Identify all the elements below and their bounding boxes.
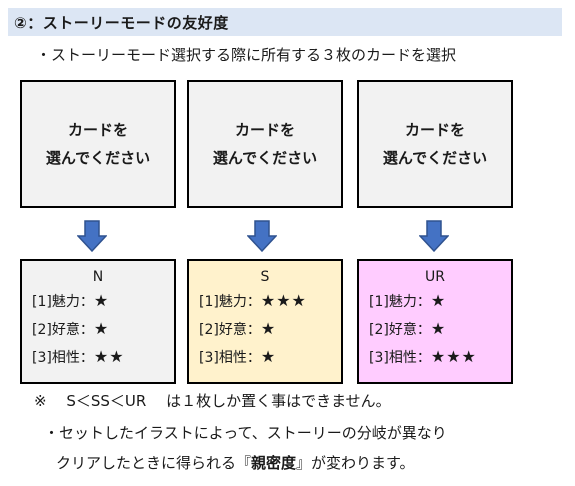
stat-row-favor: [2]好意：★ xyxy=(22,315,174,343)
card-slot-1[interactable]: カードを 選んでください xyxy=(20,80,176,208)
card-slot-line2: 選んでください xyxy=(212,149,318,167)
star-rating: ★★★ xyxy=(260,291,307,310)
card-slot-line1: カードを xyxy=(404,121,465,139)
stat-label: [2]好意： xyxy=(369,322,431,338)
stat-label: [3]相性： xyxy=(32,350,94,366)
star-rating: ★ xyxy=(93,319,110,338)
stat-row-charm: [1]魅力：★ xyxy=(22,287,174,315)
section-title: ②：ストーリーモードの友好度 xyxy=(14,13,229,32)
card-slot-2[interactable]: カードを 選んでください xyxy=(187,80,343,208)
rarity-box-s: S [1]魅力：★★★ [2]好意：★ [3]相性：★ xyxy=(187,259,343,384)
stat-row-compat: [3]相性：★★★ xyxy=(359,343,511,371)
rarity-title: UR xyxy=(425,269,445,285)
intimacy-note-after: 』が変わります。 xyxy=(296,454,415,472)
branch-note: ・セットしたイラストによって、ストーリーの分岐が異なり xyxy=(44,424,447,442)
stat-label: [3]相性： xyxy=(199,350,261,366)
stat-row-charm: [1]魅力：★★★ xyxy=(189,287,341,315)
arrow-down-icon xyxy=(247,220,277,252)
stat-row-compat: [3]相性：★ xyxy=(189,343,341,371)
instruction-text: ・ストーリーモード選択する際に所有する３枚のカードを選択 xyxy=(36,46,457,64)
stat-row-favor: [2]好意：★ xyxy=(359,315,511,343)
stat-label: [2]好意： xyxy=(199,322,261,338)
star-rating: ★ xyxy=(260,319,277,338)
star-rating: ★ xyxy=(430,291,447,310)
stat-row-favor: [2]好意：★ xyxy=(189,315,341,343)
stat-label: [1]魅力： xyxy=(369,294,431,310)
intimacy-note-before: クリアしたときに得られる『 xyxy=(56,454,252,472)
rarity-note: ※ S＜SS＜UR は１枚しか置く事はできません。 xyxy=(34,392,391,410)
card-slot-3[interactable]: カードを 選んでください xyxy=(357,80,513,208)
card-slot-line2: 選んでください xyxy=(45,149,151,167)
arrow-down-icon xyxy=(77,220,107,252)
arrow-down-icon xyxy=(419,220,449,252)
star-rating: ★ xyxy=(430,319,447,338)
rarity-title: S xyxy=(260,269,270,285)
star-rating: ★★★ xyxy=(430,347,477,366)
section-header: ②：ストーリーモードの友好度 xyxy=(8,8,562,36)
card-slot-line1: カードを xyxy=(67,121,128,139)
stat-label: [1]魅力： xyxy=(199,294,261,310)
stat-row-compat: [3]相性：★★ xyxy=(22,343,174,371)
intimacy-keyword: 親密度 xyxy=(251,454,297,472)
card-slot-line1: カードを xyxy=(234,121,295,139)
stat-row-charm: [1]魅力：★ xyxy=(359,287,511,315)
stat-label: [1]魅力： xyxy=(32,294,94,310)
intimacy-note: クリアしたときに得られる『親密度』が変わります。 xyxy=(56,452,415,473)
rarity-title: N xyxy=(92,269,104,285)
rarity-box-ur: UR [1]魅力：★ [2]好意：★ [3]相性：★★★ xyxy=(357,259,513,384)
stat-label: [2]好意： xyxy=(32,322,94,338)
star-rating: ★★ xyxy=(93,347,125,366)
card-slot-line2: 選んでください xyxy=(382,149,488,167)
star-rating: ★ xyxy=(93,291,110,310)
stat-label: [3]相性： xyxy=(369,350,431,366)
rarity-box-n: N [1]魅力：★ [2]好意：★ [3]相性：★★ xyxy=(20,259,176,384)
star-rating: ★ xyxy=(260,347,277,366)
